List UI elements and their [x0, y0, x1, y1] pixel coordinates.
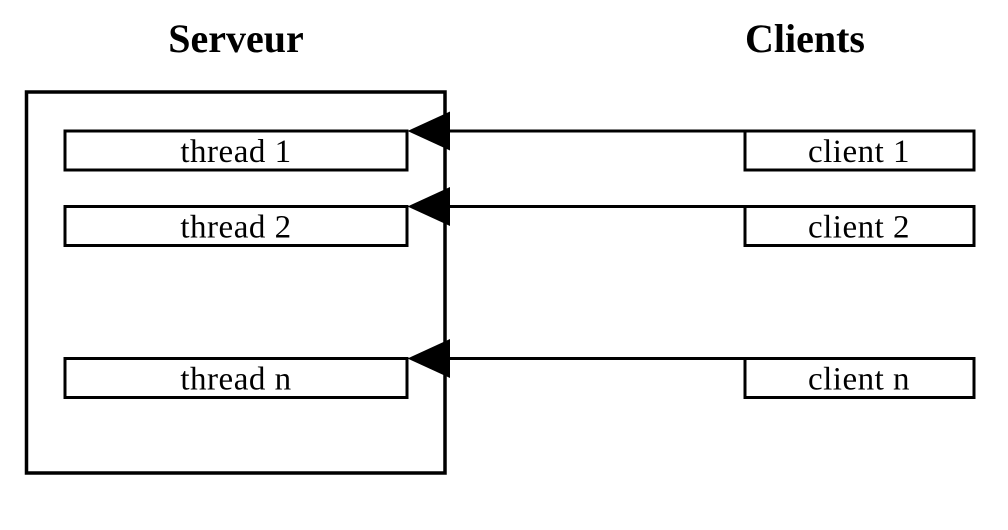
arrowhead-left-icon-2: [407, 187, 450, 226]
arrowhead-left-icon-1: [407, 111, 450, 151]
thread-label-n: thread n: [180, 362, 291, 398]
client-box-2: [743, 205, 976, 247]
client-box-1: [743, 129, 976, 172]
server-box: [24, 90, 447, 475]
thread-label-2: thread 2: [180, 210, 291, 246]
server-column-title: Serveur: [168, 16, 304, 61]
arrowhead-left-icon-n: [407, 339, 450, 378]
client-label-2: client 2: [808, 210, 910, 246]
thread-box-n: [63, 357, 409, 399]
client-label-1: client 1: [808, 134, 910, 170]
clients-column-title: Clients: [745, 16, 865, 61]
thread-label-1: thread 1: [180, 134, 291, 170]
thread-box-2: [63, 205, 409, 247]
client-box-n: [743, 357, 976, 399]
client-label-n: client n: [808, 362, 910, 398]
thread-box-1: [63, 129, 409, 172]
